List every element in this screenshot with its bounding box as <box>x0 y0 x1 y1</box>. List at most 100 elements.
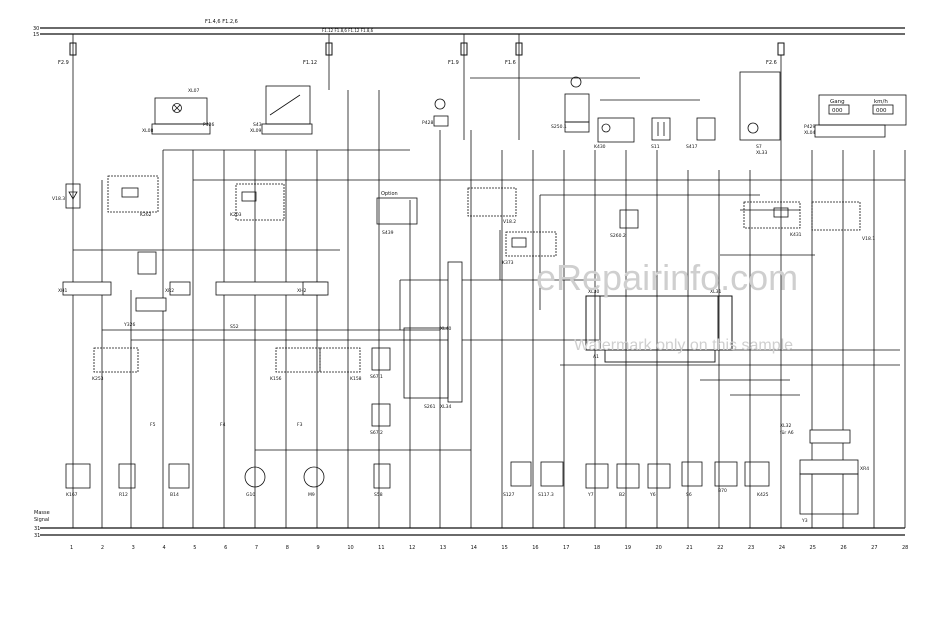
gauge-value-kmh: 000 <box>876 108 887 114</box>
s52-label: S52 <box>230 324 239 330</box>
s417-label: S417 <box>686 144 698 150</box>
p429-label: P429 <box>804 124 815 130</box>
v18-1-label: V18.1 <box>862 236 875 242</box>
k262-label: K262 <box>140 212 152 218</box>
column-number: 28 <box>902 545 908 551</box>
s250-label: S250.1 <box>551 124 567 130</box>
svg-text:F1.12: F1.12 <box>303 60 317 66</box>
column-number: 22 <box>717 545 723 551</box>
b70-label: B70 <box>718 488 727 494</box>
svg-text:F1.6: F1.6 <box>505 60 516 66</box>
s67-2-label: S67.2 <box>370 430 383 436</box>
k156-relay <box>275 347 321 373</box>
y6-label: Y6 <box>649 492 656 498</box>
xl08-label: XL08 <box>142 128 153 134</box>
fuse-f1-6: F1.6 <box>505 42 523 66</box>
connector-strips <box>62 261 859 475</box>
watermark-sample: Watermark only on this sample <box>574 337 793 354</box>
connector-xl40: XL40 <box>440 326 451 332</box>
rail-31-b-label: 31 <box>34 533 40 539</box>
s261-label: S261 <box>424 404 436 410</box>
s417-block <box>696 117 716 141</box>
column-number: 18 <box>594 545 600 551</box>
k253-relay <box>93 347 139 373</box>
s67-2-switch <box>371 403 391 427</box>
column-number: 25 <box>810 545 816 551</box>
s58-label: S58 <box>374 492 383 498</box>
svg-text:F2.9: F2.9 <box>58 60 69 66</box>
column-number: 2 <box>101 545 104 551</box>
rail-30-label: 30 <box>33 26 39 32</box>
k373-relay <box>505 231 557 257</box>
column-number: 8 <box>286 545 289 551</box>
v18-2-diode-array <box>467 187 517 217</box>
column-number: 11 <box>378 545 384 551</box>
top-fuse-text-2: F1.12 F1.8,6 F1.12 F1.8,6 <box>322 28 374 33</box>
k253-label: K253 <box>92 376 104 382</box>
k430-block <box>597 117 635 143</box>
xl33-label: XL33 <box>756 150 767 156</box>
k431-relay <box>743 201 801 229</box>
xl30-label: XL30 <box>588 289 599 295</box>
column-number: 3 <box>132 545 135 551</box>
rail-15-label: 15 <box>33 32 39 38</box>
column-number: 6 <box>224 545 227 551</box>
v18-3-diode <box>65 183 81 209</box>
v18-1-diode-array <box>811 201 861 231</box>
y3-label: Y3 <box>801 518 808 524</box>
s260-2-switch <box>619 209 639 229</box>
gauge-label-gang: Gang <box>830 99 845 105</box>
s43-label: S43 <box>253 122 262 128</box>
a1-control-unit <box>585 295 733 363</box>
connector-xr2: XR2 <box>165 288 174 294</box>
column-number: 9 <box>317 545 320 551</box>
column-number: 14 <box>471 545 477 551</box>
column-number: 24 <box>779 545 785 551</box>
s11-label: S11 <box>651 144 660 150</box>
column-number: 23 <box>748 545 754 551</box>
column-number: 7 <box>255 545 258 551</box>
column-number: 19 <box>625 545 631 551</box>
top-fuse-text-1: F1.4,6 F1.2,6 <box>205 19 238 25</box>
column-number: 10 <box>347 545 353 551</box>
watermark-site: eRepairinfo.com <box>536 257 798 298</box>
s7-block <box>739 71 781 141</box>
k203-label: K203 <box>230 212 242 218</box>
k203-relay <box>235 183 285 221</box>
column-number: 21 <box>686 545 692 551</box>
fuse-f1-12: F1.12 <box>303 42 333 66</box>
signal-label: Signal <box>34 517 49 523</box>
horizontal-wires <box>73 77 905 451</box>
v18-2-label: V18.2 <box>503 219 516 225</box>
f4-label: F4 <box>220 422 226 428</box>
xl31-label: XL31 <box>710 289 721 295</box>
y326-valve <box>137 251 157 275</box>
column-number: 27 <box>871 545 877 551</box>
side-note: für A6 <box>780 430 794 436</box>
s260-2-label: S260.2 <box>610 233 626 239</box>
m9-label: M9 <box>308 492 315 498</box>
s261-switch <box>403 327 449 399</box>
s67-1-label: S67.1 <box>370 374 383 380</box>
bottom-components <box>65 461 859 515</box>
k156-label: K156 <box>270 376 282 382</box>
a1-label: A1 <box>593 354 599 360</box>
k158-relay <box>319 347 361 373</box>
column-number: 17 <box>563 545 569 551</box>
k425-label: K425 <box>757 492 769 498</box>
s439-label: S439 <box>382 230 394 236</box>
xl04-label: XL04 <box>804 130 815 136</box>
s117-3-label: S117.3 <box>538 492 554 498</box>
p426-label: P426 <box>203 122 214 128</box>
k373-label: K373 <box>502 260 514 266</box>
p428-label: P428 <box>422 120 433 126</box>
xl07-label: XL07 <box>188 88 199 94</box>
f3-label: F3 <box>297 422 303 428</box>
gauge-label-kmh: km/h <box>874 99 888 105</box>
k158-label: K158 <box>350 376 362 382</box>
s7-label: S7 <box>756 144 762 150</box>
column-number: 26 <box>840 545 846 551</box>
gauge-value-gang: 000 <box>832 108 843 114</box>
